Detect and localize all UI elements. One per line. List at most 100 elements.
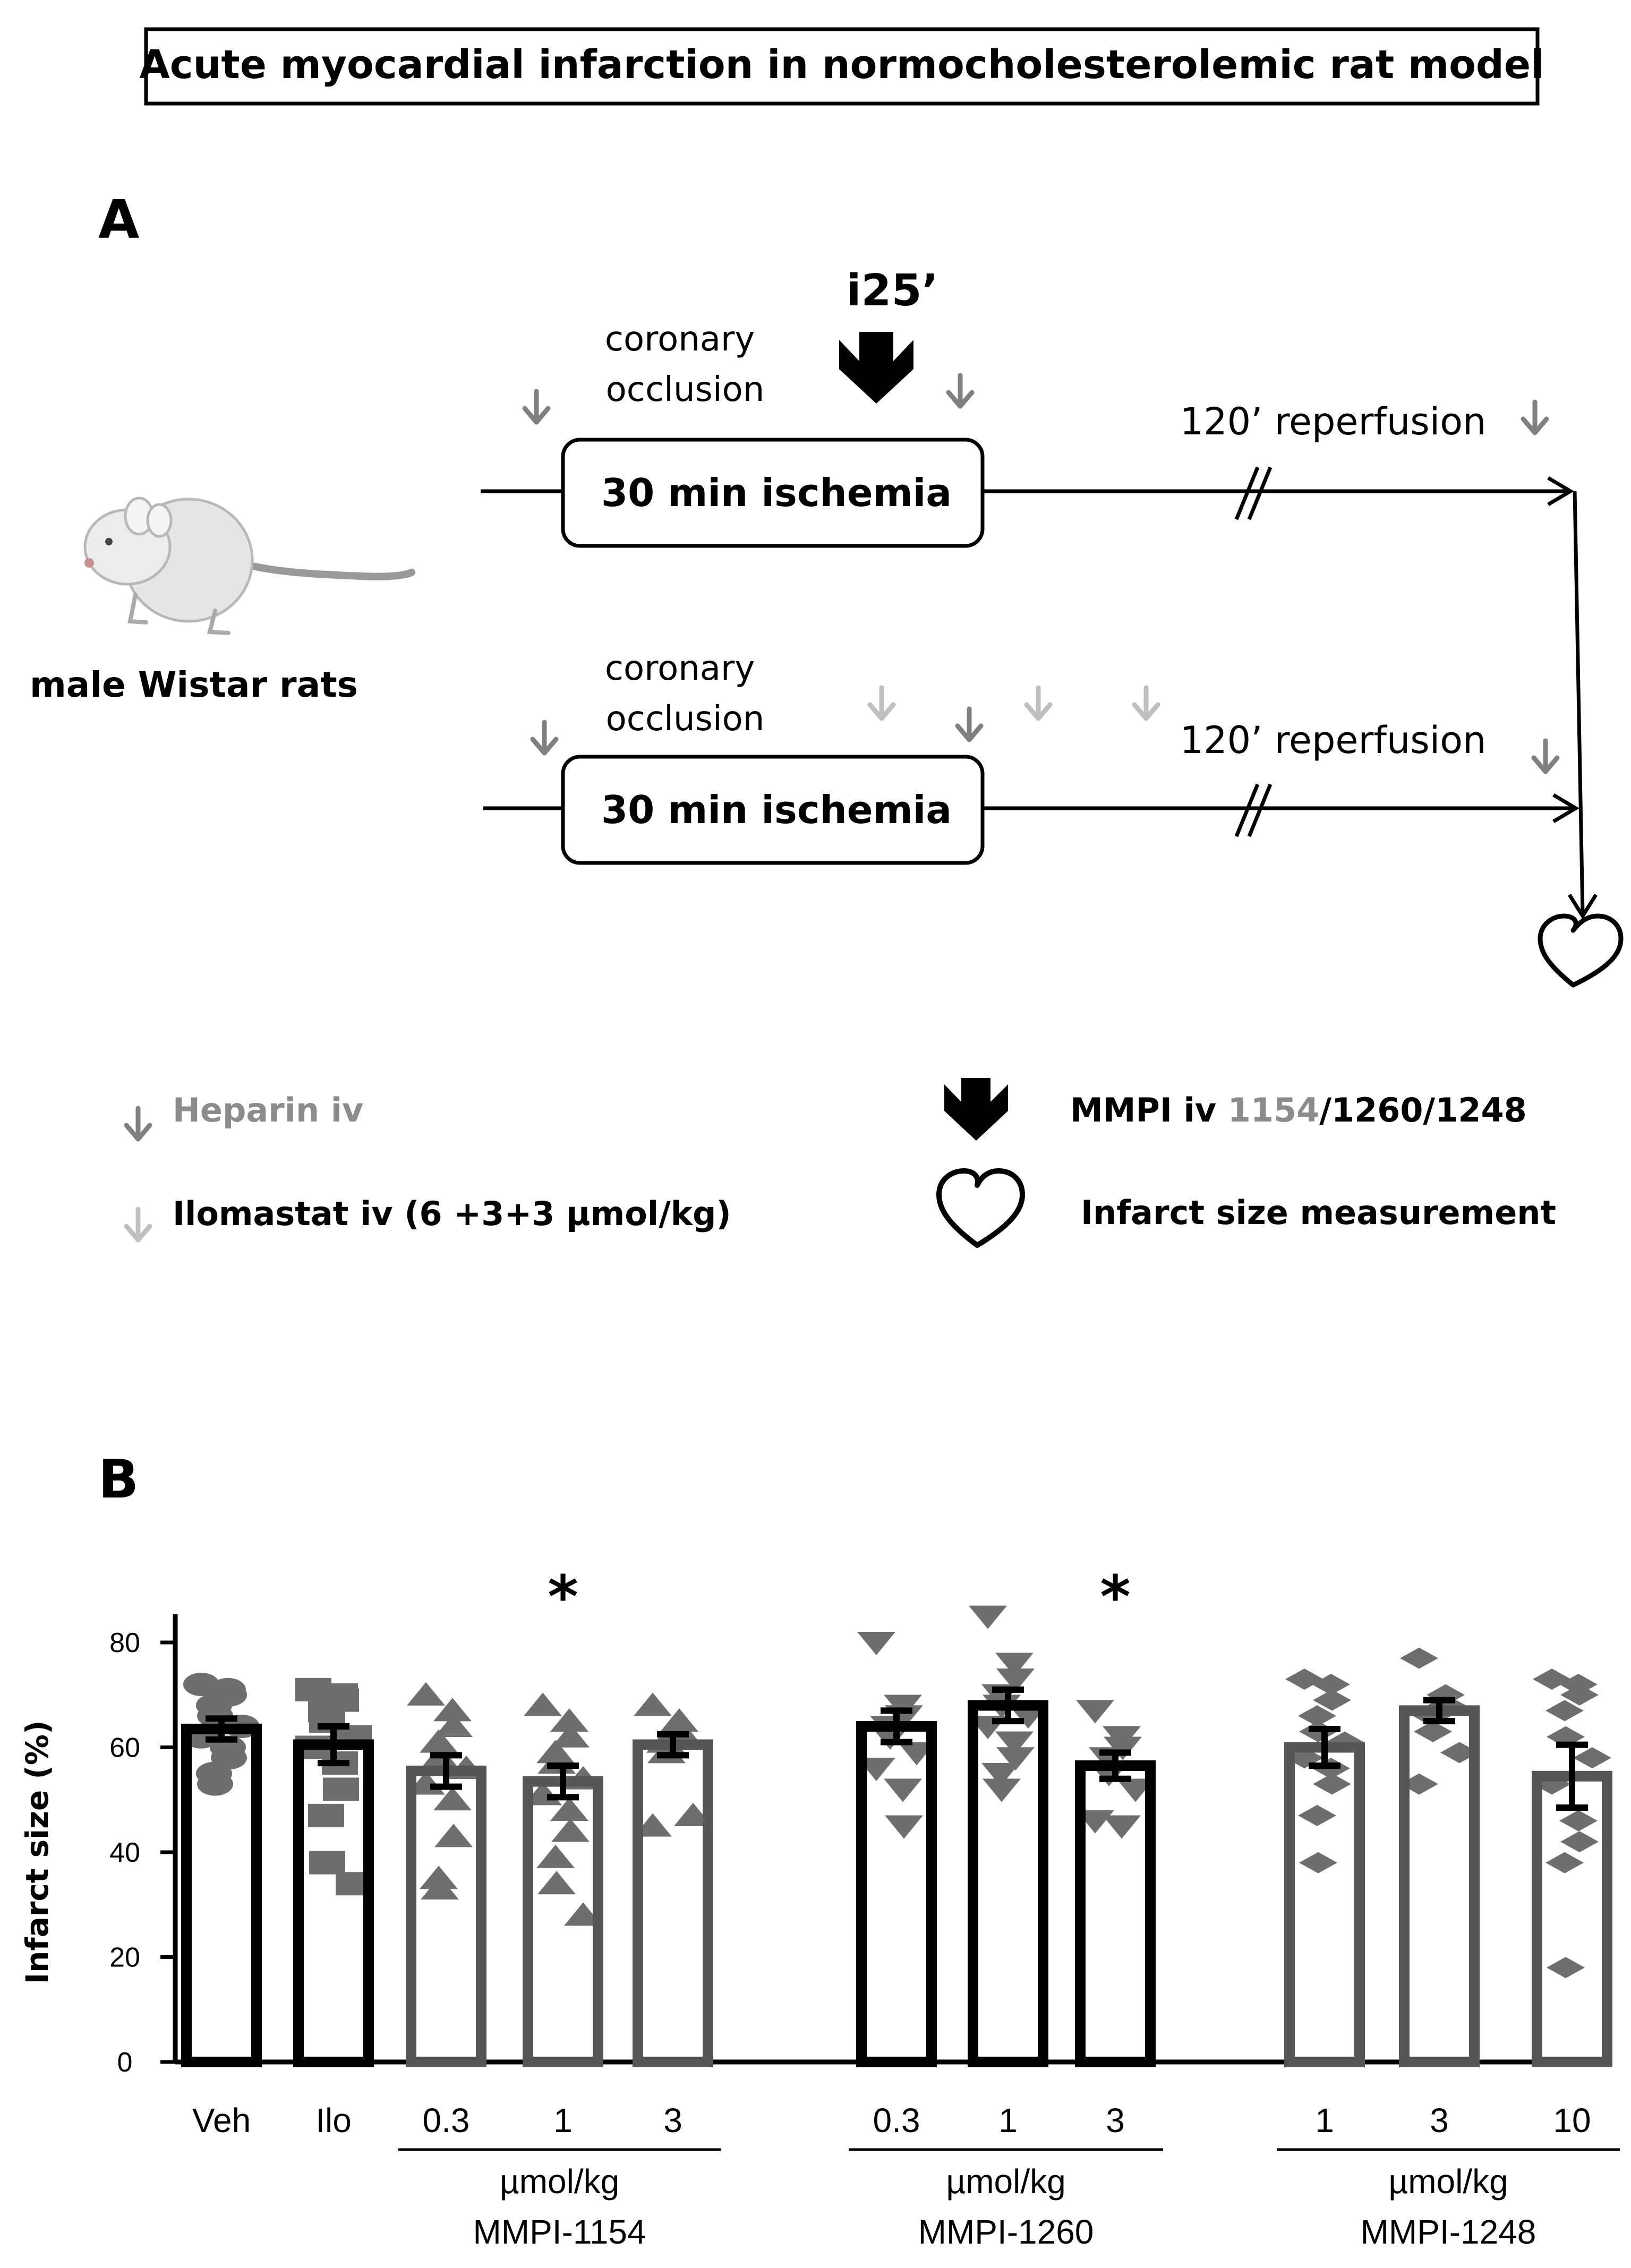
- data-point: [536, 1740, 575, 1764]
- break-mark-bottom-1: [1234, 783, 1260, 837]
- timeline-bottom-arrowhead: [1552, 793, 1579, 824]
- data-point: [434, 1824, 473, 1847]
- legend-infarct-label: Infarct size measurement: [1081, 1193, 1556, 1232]
- x-tick-label: Ilo: [315, 2101, 352, 2139]
- data-point: [1559, 1810, 1598, 1831]
- legend-heparin-icon: [126, 1108, 150, 1139]
- x-tick-label: 3: [663, 2101, 682, 2139]
- data-point: [420, 1729, 458, 1753]
- occlusion-label-line1-top: coronary: [605, 320, 755, 359]
- break-mark-top-1: [1234, 466, 1260, 520]
- y-tick-label: 0: [117, 2047, 133, 2078]
- data-point: [1313, 1773, 1351, 1795]
- significance-label: *: [1100, 1563, 1131, 1631]
- infarct-heart-icon: [1538, 913, 1624, 988]
- y-axis-title: Infarct size (%): [19, 1721, 55, 1984]
- y-tick-label: 60: [109, 1733, 140, 1764]
- y-tick-label: 40: [109, 1837, 140, 1868]
- data-point: [1573, 1747, 1611, 1769]
- y-tick-label: 80: [109, 1628, 140, 1658]
- data-point: [995, 1653, 1034, 1676]
- break-mark-top-2: [1247, 466, 1273, 520]
- data-point: [983, 1778, 1021, 1802]
- legend-mmpi-arrow-icon: [944, 1078, 1008, 1141]
- data-point: [634, 1692, 672, 1716]
- data-point: [1299, 1852, 1337, 1873]
- data-point: [1298, 1804, 1336, 1826]
- data-point: [551, 1724, 590, 1748]
- rat-icon: [83, 497, 415, 635]
- legend-mmpi-1154: 1154: [1228, 1091, 1320, 1129]
- unit-label: µmol/kg: [946, 2162, 1065, 2201]
- data-point: [1545, 1852, 1584, 1873]
- data-point: [996, 1668, 1035, 1692]
- legend-mmpi-sep1: /: [1319, 1091, 1331, 1129]
- data-point: [1560, 1831, 1599, 1853]
- data-point: [550, 1708, 588, 1732]
- data-point: [660, 1708, 698, 1732]
- legend-heparin-label: Heparin iv: [173, 1091, 363, 1129]
- legend-ilomastat-label: Ilomastat iv (6 +3+3 µmol/kg): [173, 1194, 731, 1233]
- ilomastat-arrow-icon: [1134, 688, 1158, 718]
- data-point: [433, 1787, 472, 1811]
- data-point: [197, 1772, 233, 1796]
- group-label: MMPI-1260: [918, 2213, 1094, 2251]
- ischemia-label-bottom: 30 min ischemia: [601, 788, 952, 832]
- data-point: [434, 1714, 473, 1737]
- data-point: [537, 1871, 576, 1895]
- panel-a-label: A: [98, 189, 139, 251]
- group-label: MMPI-1248: [1361, 2213, 1536, 2251]
- data-point: [308, 1803, 344, 1827]
- data-point: [1545, 1700, 1584, 1722]
- occlusion-label-line2-top: occlusion: [606, 370, 765, 409]
- break-mark-bottom-2: [1247, 783, 1273, 837]
- panel-b-label: B: [98, 1448, 139, 1510]
- bar: [633, 1739, 713, 2067]
- heparin-arrow-icon: [958, 709, 981, 740]
- heparin-arrow-icon: [525, 391, 548, 422]
- x-tick-label: Veh: [192, 2101, 251, 2139]
- x-tick-label: 0.3: [873, 2101, 920, 2139]
- data-point: [996, 1747, 1035, 1771]
- x-tick-label: 1: [553, 2101, 573, 2139]
- data-point: [1560, 1684, 1599, 1706]
- x-tick-label: 1: [998, 2101, 1018, 2139]
- unit-label: µmol/kg: [500, 2162, 619, 2201]
- x-tick-label: 3: [1430, 2101, 1449, 2139]
- data-point: [407, 1682, 445, 1706]
- ilomastat-arrow-icon: [870, 688, 893, 718]
- legend-mmpi-label: MMPI iv 1154/1260/1248: [1070, 1091, 1527, 1129]
- x-tick-label: 0.3: [423, 2101, 470, 2139]
- data-point: [1103, 1815, 1141, 1839]
- bar: [1399, 1705, 1480, 2067]
- unit-label: µmol/kg: [1388, 2162, 1508, 2201]
- data-point: [885, 1815, 923, 1839]
- mmpi-time-label: i25’: [846, 266, 938, 316]
- data-point: [433, 1698, 472, 1722]
- connector-arrowhead: [1568, 894, 1598, 920]
- legend-mmpi-sep2: /: [1423, 1091, 1436, 1129]
- animal-label: male Wistar rats: [30, 664, 358, 705]
- x-tick-label: 10: [1553, 2101, 1591, 2139]
- heparin-arrow-icon: [533, 722, 556, 753]
- ilomastat-arrow-icon: [1027, 688, 1050, 718]
- heparin-arrow-icon: [1534, 741, 1557, 772]
- x-tick-label: 3: [1106, 2101, 1125, 2139]
- data-point: [981, 1762, 1020, 1786]
- data-point: [1547, 1957, 1585, 1979]
- data-point: [1298, 1705, 1336, 1727]
- figure-title: Acute myocardial infarction in normochol…: [140, 42, 1544, 88]
- mmpi-bold-arrow-icon: [839, 332, 913, 404]
- data-point: [309, 1851, 345, 1875]
- reperfusion-label-bottom: 120’ reperfusion: [1180, 718, 1487, 762]
- bar: [406, 1765, 486, 2067]
- legend-heart-icon: [936, 1168, 1025, 1248]
- data-point: [524, 1692, 562, 1716]
- timeline-top-arrowhead: [1547, 476, 1574, 507]
- data-point: [884, 1778, 922, 1802]
- data-point: [421, 1876, 459, 1900]
- occlusion-label-line1-bottom: coronary: [605, 649, 755, 688]
- title-box: [144, 27, 1540, 106]
- data-point: [550, 1798, 588, 1821]
